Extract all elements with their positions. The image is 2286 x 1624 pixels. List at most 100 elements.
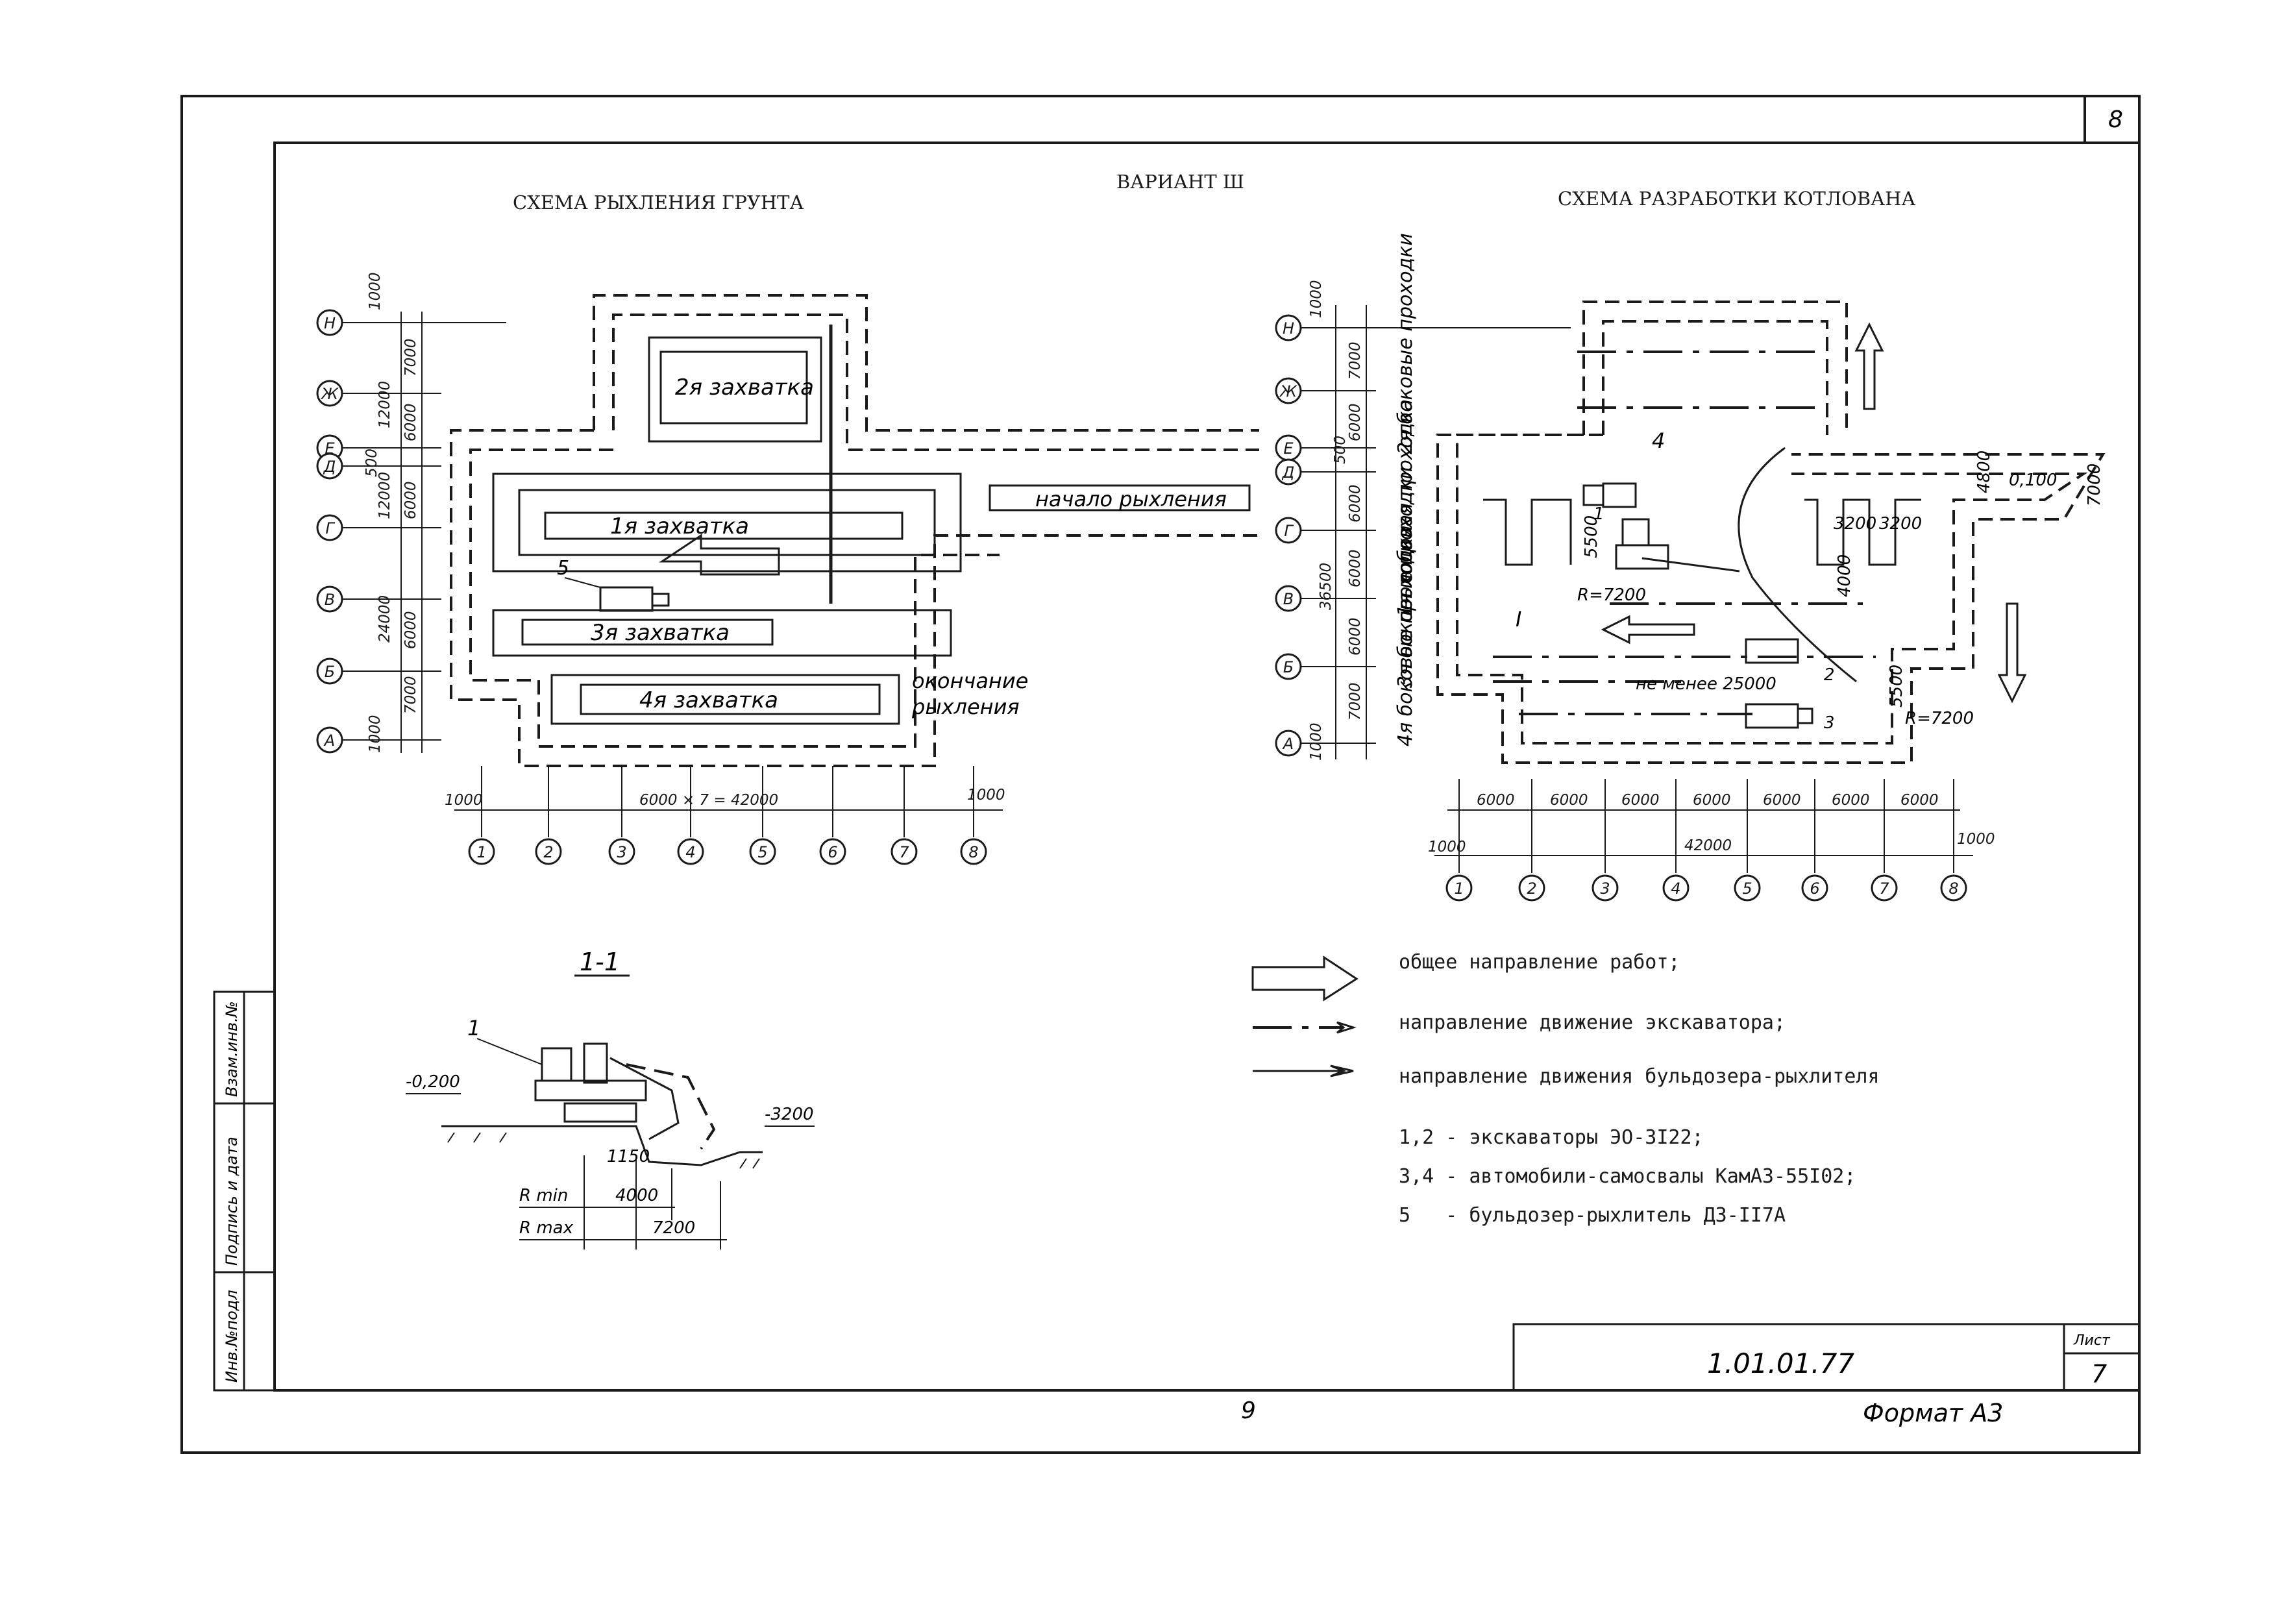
section-title: 1-1: [580, 948, 620, 976]
svg-text:1000: 1000: [1308, 280, 1325, 318]
right-col-markers: 1 2 3 4 5 6 7 8: [1445, 874, 1967, 902]
left-col-total: 6000 × 7 = 42000: [639, 792, 778, 809]
svg-text:6000: 6000: [1477, 792, 1515, 809]
bulldozer-number: 5: [557, 557, 569, 580]
svg-text:R=7200: R=7200: [1577, 585, 1646, 605]
row-marker-a: А: [323, 732, 335, 750]
excavator-1: [1615, 518, 1669, 570]
right-col-dimensions: 6000 6000 6000 6000 6000 6000 6000 42000…: [1428, 792, 1995, 855]
svg-text:3: 3: [1600, 880, 1610, 898]
svg-text:7000: 7000: [402, 338, 419, 376]
svg-text:7000: 7000: [402, 676, 419, 714]
svg-text:6000: 6000: [1763, 792, 1801, 809]
svg-text:7: 7: [1879, 880, 1889, 898]
legend-item-1: общее направление работ;: [1399, 951, 1680, 974]
pass-1: 1я лобовая проходка: [1394, 399, 1417, 617]
svg-text:500: 500: [1332, 436, 1349, 464]
left-row-dimensions: 1000 7000 6000 500 6000 6000 7000 1000 1…: [363, 272, 423, 753]
svg-text:Д: Д: [1282, 463, 1295, 482]
section-level-bottom: -3200: [765, 1105, 814, 1124]
section-ground: [441, 1125, 763, 1169]
sheet-number: 7: [2091, 1360, 2107, 1388]
excavator-radius-arc: [1738, 447, 1857, 683]
svg-text:7000: 7000: [2085, 463, 2104, 506]
svg-text:6: 6: [828, 843, 837, 861]
svg-text:В: В: [1283, 590, 1294, 608]
zone-3: 3я захватка: [591, 620, 730, 646]
svg-text:3: 3: [1824, 713, 1835, 733]
svg-text:6000: 6000: [1900, 792, 1939, 809]
sheet-label: Лист: [2073, 1333, 2111, 1349]
svg-text:1: 1: [1593, 504, 1604, 524]
right-row-markers: Н Ж Е Д Г В Б А: [1275, 314, 1302, 757]
page-number: 9: [1241, 1397, 1256, 1424]
row-marker-d: Д: [323, 458, 336, 476]
svg-text:6000: 6000: [1347, 403, 1364, 441]
svg-text:2: 2: [1824, 665, 1835, 685]
row-marker-v: В: [325, 591, 335, 609]
svg-text:36500: 36500: [1318, 563, 1334, 610]
work-direction-arrow-down: [1997, 602, 2027, 704]
svg-text:500: 500: [363, 449, 380, 477]
svg-text:4800: 4800: [1974, 450, 1994, 493]
row-marker-n: Н: [324, 314, 336, 332]
svg-text:Ж: Ж: [1279, 382, 1297, 400]
left-col-edge-right: 1000: [967, 787, 1005, 804]
svg-text:4: 4: [685, 843, 695, 861]
svg-text:42000: 42000: [1684, 837, 1732, 854]
left-row-markers: Н Ж Е Д Г В Б А: [316, 309, 343, 754]
svg-text:2: 2: [1527, 880, 1536, 898]
note-1: 1,2 - экскаваторы ЭО-3I22;: [1399, 1126, 1704, 1149]
svg-text:6000: 6000: [1832, 792, 1870, 809]
right-col-axes: [1434, 779, 1973, 873]
zone-1: 1я захватка: [610, 513, 749, 539]
svg-text:Е: Е: [1283, 439, 1294, 458]
pass-4: 4я боковые проходки: [1394, 525, 1417, 746]
legend: [1251, 955, 1358, 1077]
side-stamp-inv: Инв.№подл: [223, 1290, 241, 1383]
right-row-axes: [1298, 327, 1571, 744]
svg-text:R=7200: R=7200: [1905, 709, 1974, 728]
truck-3: [1745, 703, 1813, 729]
right-annotations: 4 1 2 3 I R=7200 R=7200 не менее 25000 0…: [1516, 428, 2104, 733]
svg-text:7: 7: [899, 843, 909, 861]
section-dim-labels: 1150 R min 4000 R max 7200: [519, 1147, 695, 1238]
svg-text:Г: Г: [1284, 522, 1294, 540]
zone-4: 4я захватка: [639, 687, 778, 713]
svg-text:1150: 1150: [607, 1147, 650, 1166]
note-2: 3,4 - автомобили-самосвалы КамАЗ-55I02;: [1399, 1165, 1856, 1188]
work-direction-arrow-left: [659, 534, 780, 576]
drawing-code: 1.01.01.77: [1707, 1347, 1854, 1379]
svg-text:5500: 5500: [1582, 515, 1601, 558]
left-zones: [492, 325, 1251, 725]
end-label-2: рыхления: [911, 695, 1020, 719]
right-scheme-title: СХЕМА РАЗРАБОТКИ КОТЛОВАНА: [1558, 188, 1915, 210]
sheet-frame: [180, 95, 2141, 1454]
svg-text:Б: Б: [1283, 658, 1294, 676]
legend-hollow-arrow-icon: [1251, 955, 1358, 1002]
row-marker-zh: Ж: [320, 385, 339, 403]
svg-text:8: 8: [1948, 880, 1958, 898]
svg-text:0,100: 0,100: [2009, 471, 2057, 490]
svg-text:3200: 3200: [1834, 514, 1876, 534]
svg-text:12000: 12000: [376, 472, 393, 519]
svg-text:8: 8: [968, 843, 978, 861]
svg-text:3: 3: [617, 843, 626, 861]
section-level-top: -0,200: [406, 1072, 460, 1092]
svg-text:7000: 7000: [1347, 682, 1364, 720]
svg-text:12000: 12000: [376, 381, 393, 428]
left-col-axes: [454, 766, 1003, 837]
svg-text:3200: 3200: [1879, 514, 1922, 534]
svg-text:5500: 5500: [1887, 665, 1906, 707]
section-dimensions: [519, 1155, 727, 1249]
svg-text:2: 2: [543, 843, 553, 861]
svg-text:6000: 6000: [1693, 792, 1731, 809]
left-col-edge-left: 1000: [445, 792, 483, 809]
svg-text:4000: 4000: [615, 1186, 658, 1205]
svg-text:6000: 6000: [1550, 792, 1588, 809]
svg-text:1000: 1000: [367, 715, 384, 753]
svg-text:4000: 4000: [1835, 554, 1854, 597]
section-excavator: [476, 1038, 716, 1150]
svg-text:I: I: [1516, 607, 1521, 632]
excavator-2: [1745, 638, 1799, 664]
